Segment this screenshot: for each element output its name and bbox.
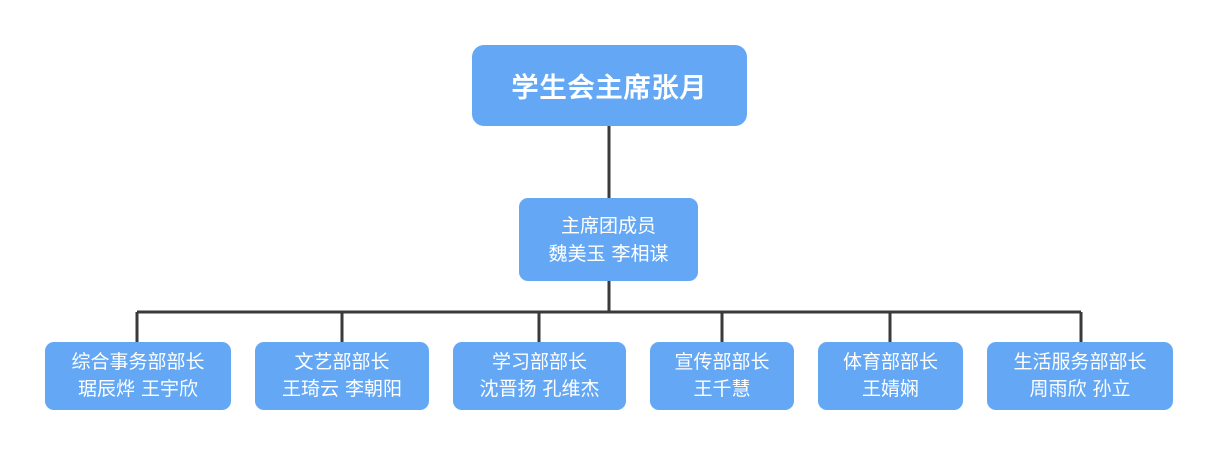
presidium-node: 主席团成员 魏美玉 李相谋	[519, 198, 698, 281]
presidium-members: 魏美玉 李相谋	[548, 242, 669, 265]
root-node: 学生会主席张月	[472, 45, 747, 126]
department-node-4: 宣传部部长 王千慧	[650, 342, 794, 410]
department-title-3: 学习部部长	[491, 351, 587, 373]
department-node-5: 体育部部长 王婧娴	[818, 342, 963, 410]
department-title-6: 生活服务部部长	[1013, 351, 1147, 373]
presidium-title: 主席团成员	[560, 214, 656, 237]
department-members-3: 沈晋扬 孔维杰	[479, 378, 600, 400]
department-title-1: 综合事务部部长	[71, 351, 205, 373]
department-members-2: 王琦云 李朝阳	[281, 378, 403, 400]
department-node-2: 文艺部部长 王琦云 李朝阳	[255, 342, 429, 410]
department-members-5: 王婧娴	[861, 378, 919, 400]
department-members-6: 周雨欣 孙立	[1029, 378, 1131, 400]
department-node-1: 综合事务部部长 琚辰烨 王宇欣	[45, 342, 231, 410]
department-title-2: 文艺部部长	[294, 351, 390, 373]
department-node-6: 生活服务部部长 周雨欣 孙立	[987, 342, 1173, 410]
department-title-5: 体育部部长	[842, 351, 938, 373]
department-members-4: 王千慧	[693, 378, 751, 400]
department-title-4: 宣传部部长	[674, 351, 770, 373]
department-members-1: 琚辰烨 王宇欣	[77, 378, 199, 400]
department-node-3: 学习部部长 沈晋扬 孔维杰	[453, 342, 626, 410]
root-title: 学生会主席张月	[511, 73, 708, 104]
